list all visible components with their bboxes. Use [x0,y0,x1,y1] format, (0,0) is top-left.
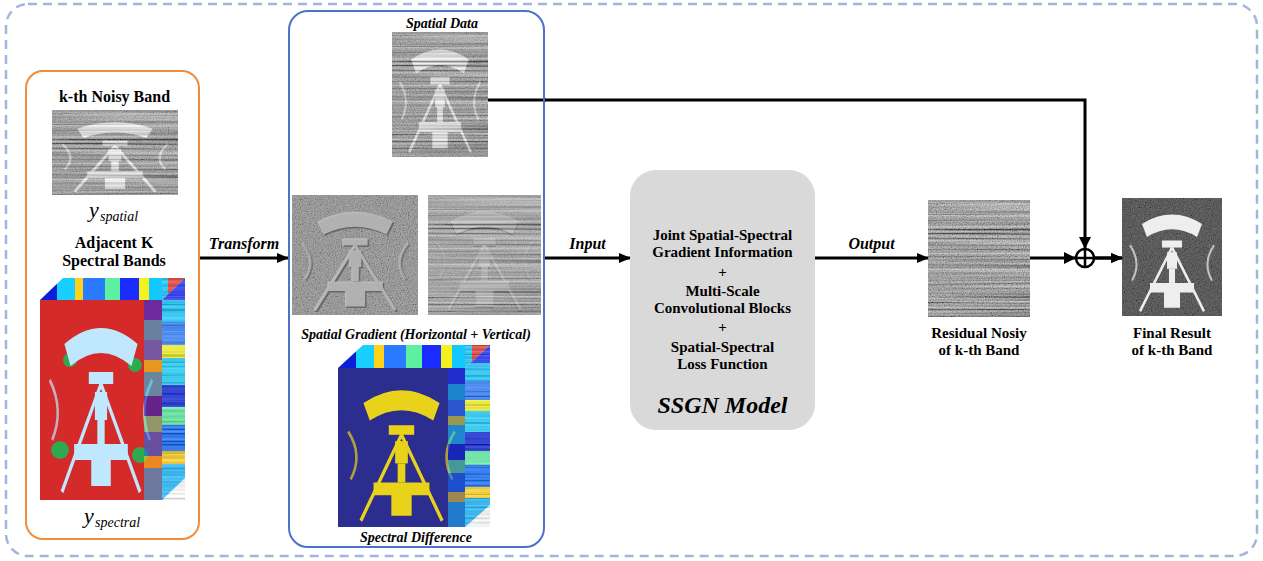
transform-group-box: Spatial DataSpatial Gradient (Horizontal… [288,10,545,548]
spectral-bands-cube [40,300,162,500]
spectral-bands-cube [40,278,185,300]
residual-noise-image [928,200,1030,317]
spatial-data-image [392,32,488,157]
image-caption: Residual Nosiy of k-th Band [929,325,1029,360]
image-caption: Final Result of k-th Band [1127,325,1217,360]
band-title: Adjacent K Spectral Bands [54,234,174,271]
spatial-data-leader [488,99,546,102]
spectral-bands-cube [40,300,162,500]
horizontal-gradient-image [292,195,418,315]
spectral-difference-cube [338,345,490,527]
plus-sign: + [643,264,803,281]
final-result-image [1130,215,1214,312]
vertical-gradient-image [428,195,541,315]
final-result-image [1122,198,1222,316]
edge-label: Output [846,235,896,253]
spectral-bands-cube [50,328,152,492]
residual-noise-image [928,200,1030,317]
plus-sign: + [643,319,803,336]
flow-arrow [200,257,288,260]
sum-symbol [1064,237,1094,267]
noisy-band-image [52,110,178,195]
band-title: k-th Noisy Band [27,88,202,106]
model-component: Joint Spatial-Spectral Gradient Informat… [643,227,803,262]
image-caption: Spectral Difference [290,530,542,545]
flow-arrow [815,257,928,260]
spectral-difference-cube [338,368,465,527]
spectral-bands-cube [40,278,185,500]
spatial-data-image [392,32,488,157]
noisy-band-image [52,110,178,195]
spectral-difference-cube [465,345,490,527]
final-result-image [1122,198,1222,316]
flow-arrow [545,257,630,260]
edge-label: Input [567,235,607,253]
horizontal-gradient-image [302,212,408,310]
vertical-gradient-image [428,195,541,315]
sum-symbol [1079,237,1091,249]
sum-symbol [1084,249,1087,267]
edge-label: Transform [207,235,282,253]
noisy-band-image [52,110,178,195]
spatial-data-image [392,32,488,157]
result-image-node: Final Result of k-th Band [1122,198,1222,360]
spectral-bands-cube [162,278,185,500]
symbol-subscript: spatial [100,209,138,224]
spectral-bands-cube [144,300,162,500]
vertical-gradient-image [428,195,541,315]
vertical-gradient-image [428,195,541,315]
residual-image-node: Residual Nosiy of k-th Band [928,200,1030,360]
residual-noise-image [928,200,1030,317]
model-component: Multi-Scale Convolutional Blocks [643,283,803,318]
sum-symbol [1064,252,1076,264]
model-box: Joint Spatial-Spectral Gradient Informat… [630,170,815,430]
symbol-subscript: spectral [95,515,140,530]
image-caption: Spatial Data [387,16,497,31]
spectral-bands-cube [162,278,185,500]
symbol-label: y [84,504,94,528]
residual-noise-image [928,200,1030,317]
spectral-difference-cube [465,345,490,527]
image-caption: Spatial Gradient (Horizontal + Vertical) [290,327,542,342]
spectral-bands-cube [51,441,69,459]
model-title: SSGN Model [600,392,845,420]
horizontal-gradient-image [292,195,418,315]
spectral-difference-cube [338,368,465,527]
symbol-label: y [89,198,99,222]
model-component: Spatial-Spectral Loss Function [660,339,785,374]
final-result-image [1122,198,1222,316]
input-group-box: k-th Noisy BandyspatialAdjacent K Spectr… [25,70,200,540]
outer-dashed-frame [6,4,1257,556]
horizontal-gradient-image [292,195,418,315]
noisy-band-image [52,110,178,195]
spectral-difference-cube [338,345,490,368]
spectral-difference-cube [348,390,455,520]
spectral-difference-cube [448,368,465,527]
sum-symbol [1076,249,1094,267]
spatial-data-image [392,32,488,157]
